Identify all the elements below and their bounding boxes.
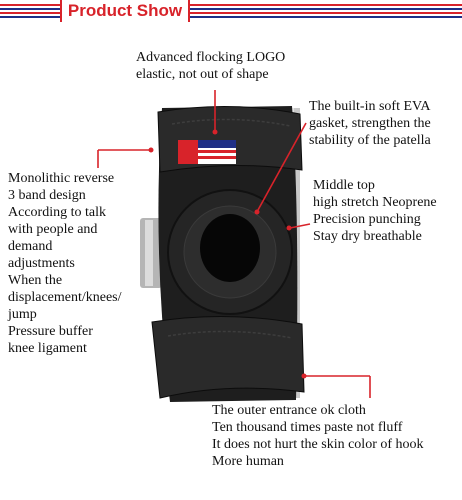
annotation-eva: The built-in soft EVA gasket, strengthen… (309, 98, 431, 149)
annotation-middle-line: Stay dry breathable (313, 229, 422, 244)
annotation-logo: Advanced flocking LOGO elastic, not out … (136, 49, 285, 83)
patella-hole (200, 214, 260, 282)
annotation-mono-line: When the (8, 273, 63, 288)
annotation-mono-line: 3 band design (8, 188, 86, 203)
header-title: Product Show (60, 0, 190, 22)
annotation-mono-line: adjustments (8, 256, 75, 271)
annotation-eva-line: The built-in soft EVA (309, 99, 431, 114)
annotation-middle: Middle top high stretch Neoprene Precisi… (313, 177, 437, 245)
callout-dots (148, 129, 307, 379)
annotation-mono-line: According to talk (8, 205, 106, 220)
annotation-mono-line: displacement/knees/ (8, 290, 122, 305)
annotation-mono-line: Monolithic reverse (8, 171, 115, 186)
header-stripes-right (190, 4, 462, 18)
brand-logo-patch (178, 140, 236, 164)
annotation-middle-line: Middle top (313, 178, 375, 193)
annotation-mono-line: jump (8, 307, 37, 322)
annotation-outer-line: Ten thousand times paste not fluff (212, 420, 403, 435)
annotation-middle-line: high stretch Neoprene (313, 195, 437, 210)
callout-lines (97, 90, 371, 398)
annotation-eva-line: gasket, strengthen the (309, 116, 431, 131)
annotation-mono: Monolithic reverse 3 band design Accordi… (8, 170, 122, 357)
annotation-logo-line: Advanced flocking LOGO (136, 50, 286, 65)
annotation-mono-line: demand (8, 239, 53, 254)
annotation-outer: The outer entrance ok cloth Ten thousand… (212, 402, 424, 470)
annotation-eva-line: stability of the patella (309, 133, 431, 148)
header-banner: Product Show (0, 0, 462, 26)
annotation-outer-line: The outer entrance ok cloth (212, 403, 366, 418)
bottom-strap (151, 315, 305, 399)
annotation-outer-line: It does not hurt the skin color of hook (212, 437, 424, 452)
annotation-mono-line: with people and (8, 222, 98, 237)
header-stripes-left (0, 4, 60, 18)
annotation-outer-line: More human (212, 454, 284, 469)
annotation-mono-line: Pressure buffer (8, 324, 93, 339)
annotation-mono-line: knee ligament (8, 341, 87, 356)
annotation-logo-line: elastic, not out of shape (136, 67, 269, 82)
annotation-middle-line: Precision punching (313, 212, 421, 227)
